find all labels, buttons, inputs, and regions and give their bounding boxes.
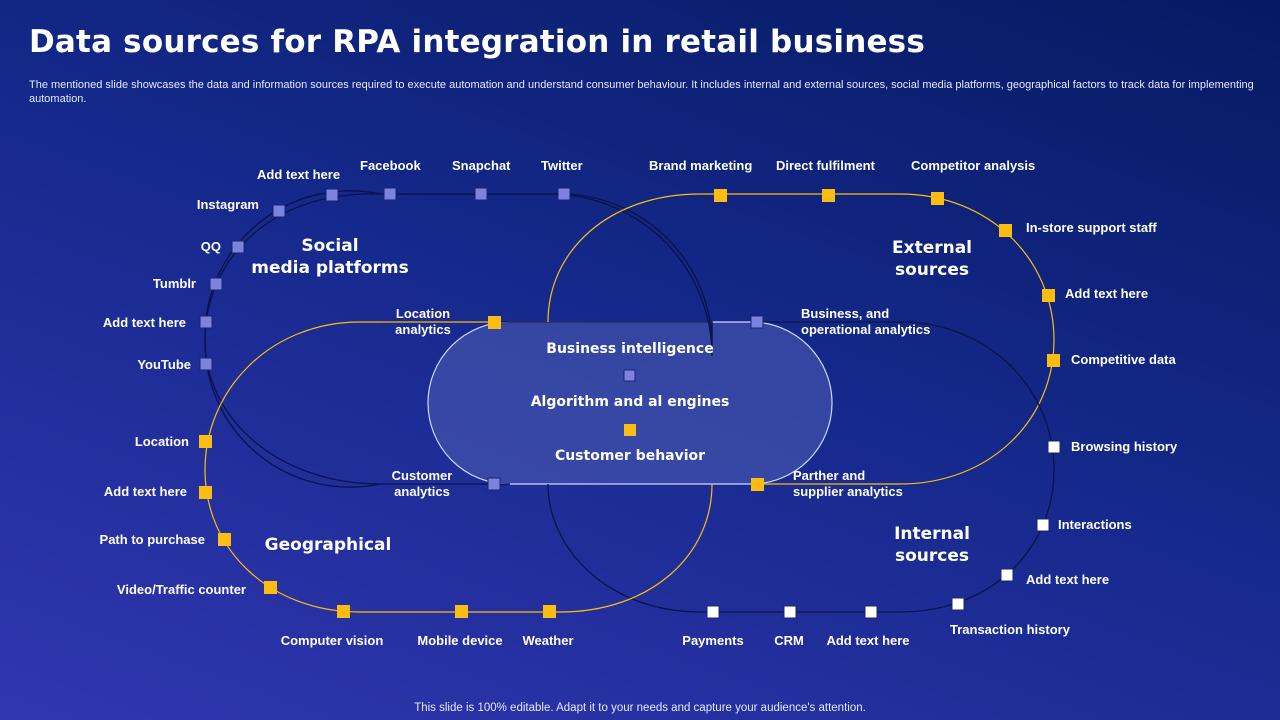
external-loop: [547, 193, 1055, 485]
social-marker: [272, 204, 286, 218]
social-heading-line2: media platforms: [251, 258, 409, 278]
social-markers: [199, 187, 764, 491]
internal-item-crm: CRM: [774, 633, 804, 648]
internal-item-add-text-2: Add text here: [826, 633, 910, 648]
connector-location-analytics: Location analytics: [395, 306, 451, 337]
internal-markers: [706, 440, 1061, 619]
social-marker: [209, 277, 223, 291]
external-item-competitive-data: Competitive data: [1071, 352, 1176, 367]
social-left: [204, 193, 381, 485]
geo-item-mobile-device: Mobile device: [417, 633, 503, 648]
connector-business-analytics: Business, and operational analytics: [801, 306, 931, 337]
footer-note: This slide is 100% editable. Adapt it to…: [414, 702, 866, 714]
connector-marker: [488, 316, 501, 329]
internal-item-add-text: Add text here: [1026, 572, 1110, 587]
external-heading-line2: sources: [894, 260, 969, 280]
geo-item-computer-vision: Computer vision: [280, 633, 384, 648]
external-marker: [931, 192, 944, 205]
geo-item-add-text: Add text here: [103, 484, 187, 499]
social-connector-marker: [750, 315, 764, 329]
social-item-add-text: Add text here: [257, 167, 341, 182]
social-heading: Social media platforms: [240, 235, 420, 279]
external-heading-line1: External: [891, 238, 973, 258]
social-heading-line1: Social: [301, 236, 359, 256]
geo-marker: [199, 435, 212, 448]
internal-marker: [783, 605, 797, 619]
social-marker: [199, 357, 213, 371]
connector-customer-analytics: Customer analytics: [391, 468, 453, 499]
internal-marker: [951, 597, 965, 611]
social-item-facebook: Facebook: [360, 158, 421, 173]
social-connector-marker: [487, 477, 501, 491]
social-marker: [325, 188, 339, 202]
external-item-in-store-support: In-store support staff: [1026, 220, 1157, 235]
social-item-instagram: Instagram: [196, 197, 259, 212]
external-marker: [714, 189, 727, 202]
hub-marker-1: [623, 369, 636, 382]
internal-heading: Internal sources: [872, 523, 992, 567]
internal-loop: [547, 321, 1055, 613]
social-item-snapchat: Snapchat: [452, 158, 511, 173]
social-item-youtube: YouTube: [137, 357, 191, 372]
external-marker: [1047, 354, 1060, 367]
geo-marker: [218, 533, 231, 546]
social-arc: [370, 193, 713, 347]
hub-item-business-intelligence: Business intelligence: [546, 341, 714, 357]
connector-marker: [751, 478, 764, 491]
connector-supplier-analytics: Parther and supplier analytics: [793, 468, 903, 499]
social-marker: [199, 315, 213, 329]
internal-item-payments: Payments: [682, 633, 744, 648]
external-heading: External sources: [872, 237, 992, 281]
geo-marker: [199, 486, 212, 499]
social-item-tumblr: Tumblr: [152, 276, 196, 291]
geo-marker: [543, 605, 556, 618]
social-marker: [383, 187, 397, 201]
internal-marker: [864, 605, 878, 619]
geographical-heading: Geographical: [264, 535, 392, 555]
geographical-loop: [204, 321, 713, 613]
external-marker: [1042, 289, 1055, 302]
geo-item-location: Location: [134, 434, 189, 449]
external-item-add-text: Add text here: [1065, 286, 1149, 301]
internal-marker: [706, 605, 720, 619]
internal-item-browsing-history: Browsing history: [1071, 439, 1178, 454]
social-item-add-text-2: Add text here: [102, 315, 186, 330]
geo-marker: [337, 605, 350, 618]
internal-marker: [1036, 518, 1050, 532]
internal-marker: [1047, 440, 1061, 454]
internal-heading-line1: Internal: [894, 524, 970, 544]
geo-marker: [455, 605, 468, 618]
internal-marker: [1000, 568, 1014, 582]
social-marker: [557, 187, 571, 201]
social-item-twitter: Twitter: [541, 158, 583, 173]
hub-marker-2: [624, 424, 636, 436]
geo-marker: [264, 581, 277, 594]
social-item-qq: QQ: [200, 239, 221, 254]
social-marker: [474, 187, 488, 201]
external-marker: [999, 224, 1012, 237]
internal-heading-line2: sources: [894, 546, 969, 566]
geo-item-path-to-purchase: Path to purchase: [99, 532, 205, 547]
geo-item-weather: Weather: [522, 633, 574, 648]
hub-item-algorithm-engines: Algorithm and al engines: [530, 394, 730, 410]
external-item-direct-fulfilment: Direct fulfilment: [776, 158, 875, 173]
geo-item-video-traffic: Video/Traffic counter: [116, 582, 246, 597]
internal-item-transaction-history: Transaction history: [950, 622, 1070, 637]
external-marker: [822, 189, 835, 202]
external-item-competitor-analysis: Competitor analysis: [911, 158, 1036, 173]
yellow-markers: [199, 189, 1060, 618]
external-item-brand-marketing: Brand marketing: [649, 158, 753, 173]
internal-item-interactions: Interactions: [1058, 517, 1132, 532]
page-title: Data sources for RPA integration in reta…: [29, 24, 925, 60]
hub-item-customer-behavior: Customer behavior: [554, 448, 706, 464]
social-marker: [231, 240, 245, 254]
page-subtitle: The mentioned slide showcases the data a…: [29, 79, 1254, 105]
